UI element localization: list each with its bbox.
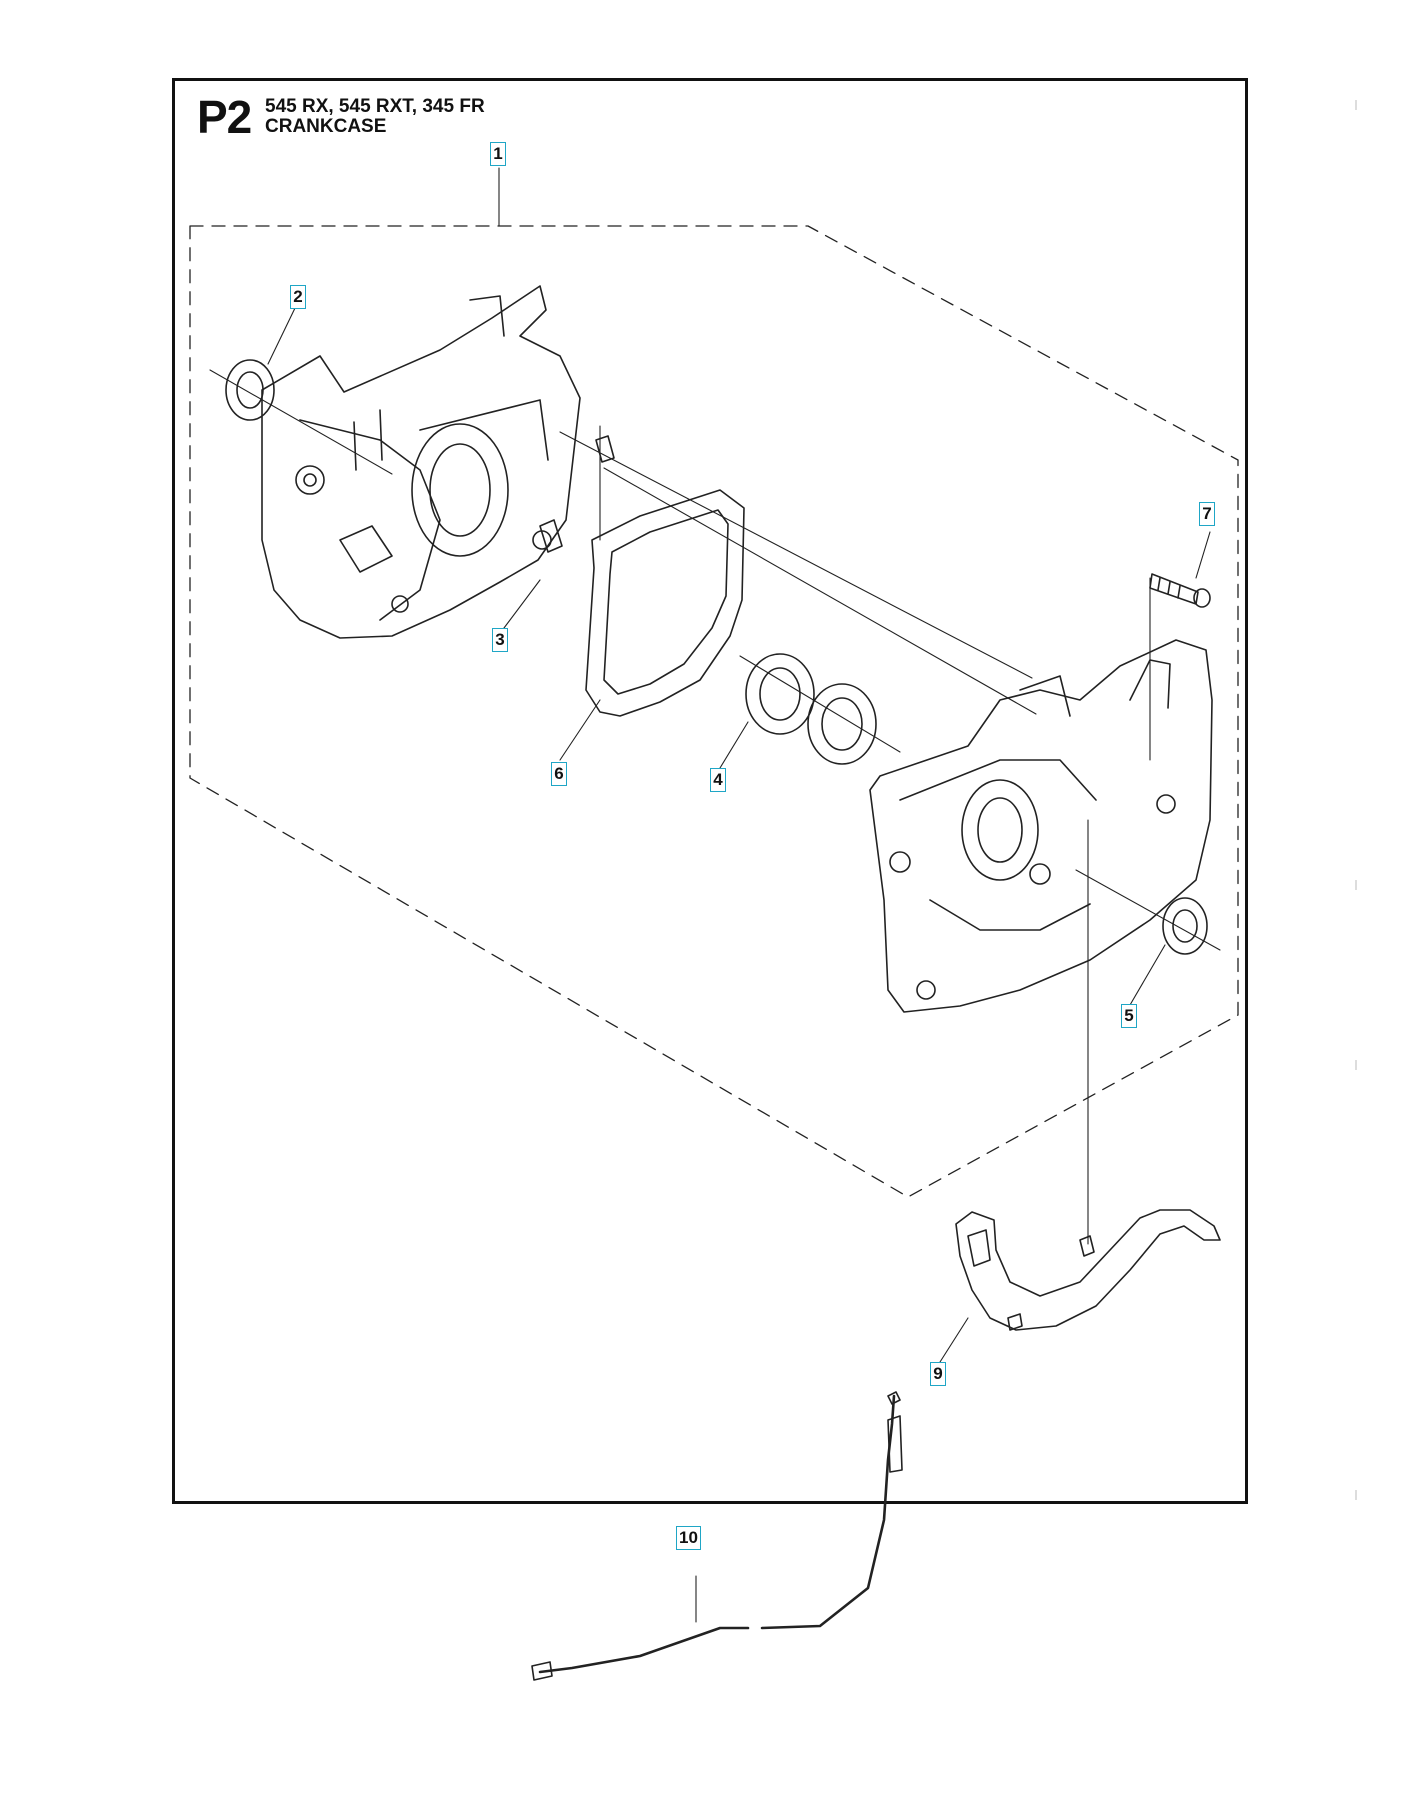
right-crankcase-half: [869, 639, 1213, 1013]
callout-3[interactable]: 3: [492, 628, 508, 652]
page-edge-mark: [1355, 1490, 1357, 1500]
leader-lines: [209, 167, 1221, 1623]
callout-4[interactable]: 4: [710, 768, 726, 792]
left-crankcase-half: [261, 285, 581, 639]
page-edge-mark: [1355, 880, 1357, 890]
callout-7[interactable]: 7: [1199, 502, 1215, 526]
callout-9[interactable]: 9: [930, 1362, 946, 1386]
ball-bearing-pair: [745, 653, 877, 765]
callout-1[interactable]: 1: [490, 142, 506, 166]
ignition-wire: [531, 1391, 903, 1681]
assembly-group-outline: [189, 225, 1239, 1198]
page-code: P2: [197, 91, 252, 143]
cylinder-pin-pair: [539, 435, 615, 553]
shaft-seal-left: [225, 359, 275, 421]
callout-5[interactable]: 5: [1121, 1004, 1137, 1028]
shaft-seal-right: [1162, 897, 1208, 955]
crankcase-screw: [1149, 573, 1211, 608]
crankcase-gasket: [585, 489, 745, 717]
page-edge-mark: [1355, 100, 1357, 110]
callout-10[interactable]: 10: [676, 1526, 701, 1550]
callout-2[interactable]: 2: [290, 285, 306, 309]
model-list: 545 RX, 545 RXT, 345 FR: [265, 96, 485, 117]
section-title: CRANKCASE: [265, 116, 387, 137]
ignition-bracket: [955, 1209, 1221, 1331]
page-edge-mark: [1355, 1060, 1357, 1070]
callout-6[interactable]: 6: [551, 762, 567, 786]
